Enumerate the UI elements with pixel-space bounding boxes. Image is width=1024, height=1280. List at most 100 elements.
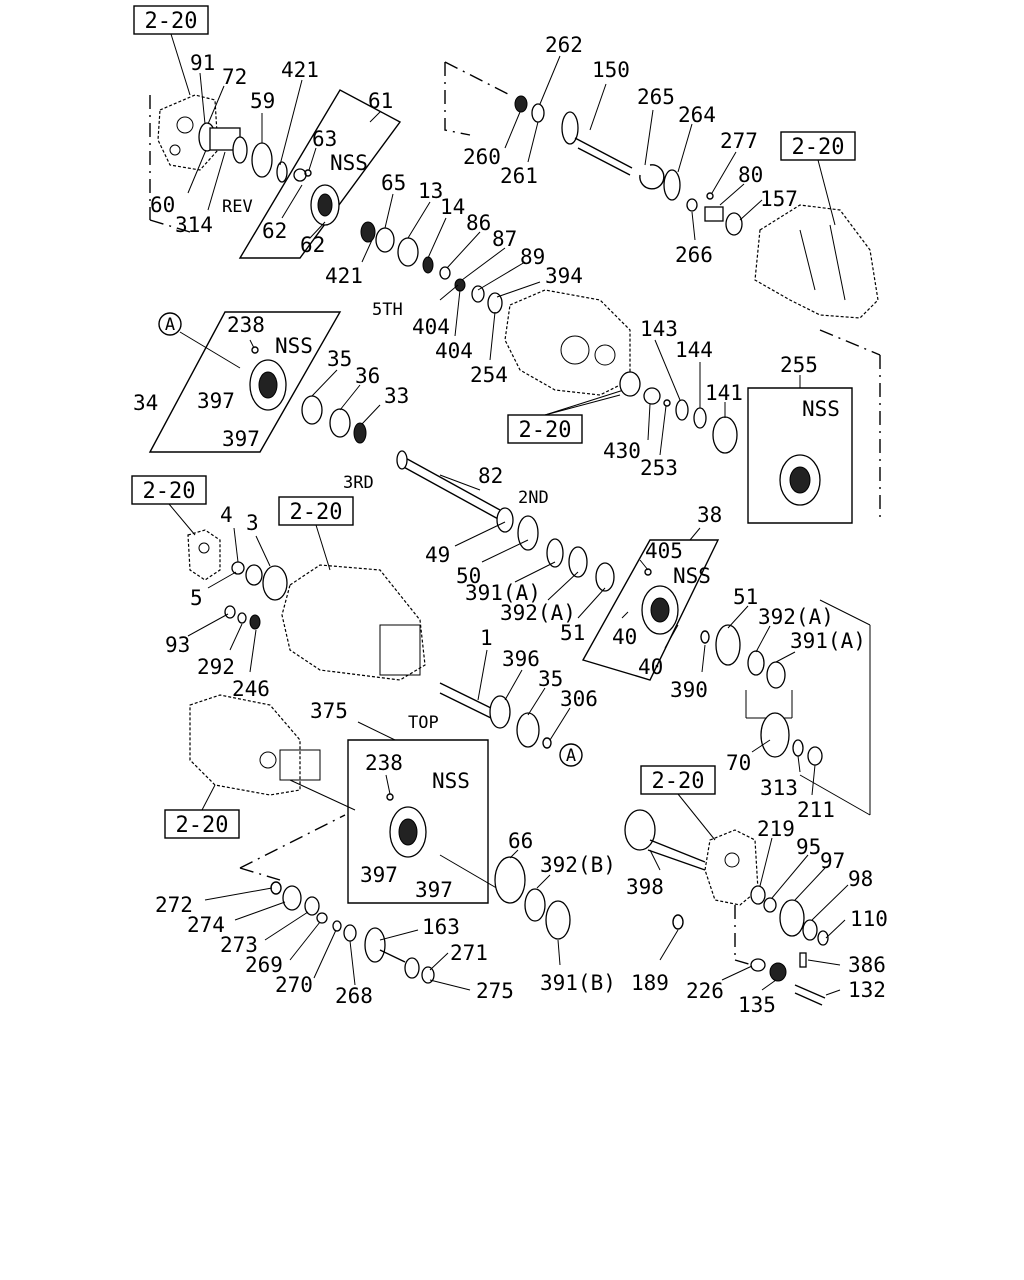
part-label: 62 xyxy=(300,233,325,257)
ref-box-top-left[interactable]: 2-20 xyxy=(133,5,209,35)
part-label: 391(A) xyxy=(465,581,541,605)
part-label: 405 xyxy=(645,539,683,563)
part-label: 272 xyxy=(155,893,193,917)
ref-box-bottom-right[interactable]: 2-20 xyxy=(640,765,716,795)
part-label: 95 xyxy=(796,835,821,859)
part-label: 157 xyxy=(760,187,798,211)
part-label: 260 xyxy=(463,145,501,169)
part-label: 255 xyxy=(780,353,818,377)
frame-61 xyxy=(238,89,402,259)
part-label: 404 xyxy=(435,339,473,363)
frame-375 xyxy=(347,739,489,904)
leader-lines xyxy=(149,61,881,966)
part-label: 397 xyxy=(197,389,235,413)
part-label: 404 xyxy=(412,315,450,339)
svg-text:A: A xyxy=(165,315,175,335)
part-label: 86 xyxy=(466,211,491,235)
part-label: 150 xyxy=(592,58,630,82)
svg-text:2-20: 2-20 xyxy=(143,479,196,504)
svg-text:2-20: 2-20 xyxy=(290,500,343,525)
part-label: 135 xyxy=(738,993,776,1017)
ref-box-left[interactable]: 2-20 xyxy=(131,475,207,505)
ref-box-center-left[interactable]: 2-20 xyxy=(278,496,354,526)
part-label: 35 xyxy=(327,347,352,371)
part-label: 4 xyxy=(220,503,233,527)
part-label: 397 xyxy=(360,863,398,887)
svg-text:2-20: 2-20 xyxy=(652,769,705,794)
part-label: 70 xyxy=(726,751,751,775)
part-label: 34 xyxy=(133,391,158,415)
part-label: 141 xyxy=(705,381,743,405)
part-label: 394 xyxy=(545,264,583,288)
part-label: 392(A) xyxy=(500,601,576,625)
label-top: TOP xyxy=(408,713,439,733)
part-label: 314 xyxy=(175,213,213,237)
part-label: 143 xyxy=(640,317,678,341)
part-label: 430 xyxy=(603,439,641,463)
part-label: 274 xyxy=(187,913,225,937)
part-label: 253 xyxy=(640,456,678,480)
part-label: 51 xyxy=(733,585,758,609)
part-label: 375 xyxy=(310,699,348,723)
ref-box-top-right[interactable]: 2-20 xyxy=(780,131,856,161)
part-label: 219 xyxy=(757,817,795,841)
part-label: 392(B) xyxy=(540,853,616,877)
part-label: 33 xyxy=(384,384,409,408)
part-label: 254 xyxy=(470,363,508,387)
part-label: 91 xyxy=(190,51,215,75)
part-label: 313 xyxy=(760,776,798,800)
part-label: 264 xyxy=(678,103,716,127)
part-label: 271 xyxy=(450,941,488,965)
part-label: 49 xyxy=(425,543,450,567)
svg-text:2-20: 2-20 xyxy=(519,418,572,443)
plate-bottom-right xyxy=(677,793,759,906)
part-label: 269 xyxy=(245,953,283,977)
nss-label-375: NSS xyxy=(432,769,470,793)
part-label: 1 xyxy=(480,626,493,650)
svg-text:2-20: 2-20 xyxy=(145,9,198,34)
part-label: 421 xyxy=(281,58,319,82)
part-label: 266 xyxy=(675,243,713,267)
part-label: 262 xyxy=(545,33,583,57)
parts-drawings: A A xyxy=(158,95,829,1006)
label-5th: 5TH xyxy=(372,300,403,320)
part-label: 51 xyxy=(560,621,585,645)
part-label: 13 xyxy=(418,179,443,203)
part-label: 392(A) xyxy=(758,605,834,629)
part-label: 189 xyxy=(631,971,669,995)
part-label: 397 xyxy=(222,427,260,451)
frame-255 xyxy=(747,387,853,524)
label-rev: REV xyxy=(222,197,253,217)
part-label: 226 xyxy=(686,979,724,1003)
part-label: 261 xyxy=(500,164,538,188)
label-3rd: 3RD xyxy=(343,473,374,493)
part-label: 89 xyxy=(520,245,545,269)
ref-box-mid[interactable]: 2-20 xyxy=(507,414,583,444)
part-label: 80 xyxy=(738,163,763,187)
part-label: 144 xyxy=(675,338,713,362)
part-label: 211 xyxy=(797,798,835,822)
part-label: 40 xyxy=(638,655,663,679)
callout-a-mid: A xyxy=(559,743,583,767)
part-label: 35 xyxy=(538,667,563,691)
part-label: 82 xyxy=(478,464,503,488)
part-label: 391(A) xyxy=(790,629,866,653)
part-label: 163 xyxy=(422,915,460,939)
part-label: 72 xyxy=(222,65,247,89)
part-label: 277 xyxy=(720,129,758,153)
part-label: 50 xyxy=(456,564,481,588)
housing-main xyxy=(281,524,426,681)
part-label: 97 xyxy=(820,849,845,873)
part-label: 5 xyxy=(190,586,203,610)
part-label: 66 xyxy=(508,829,533,853)
part-label: 110 xyxy=(850,907,888,931)
part-label: 386 xyxy=(848,953,886,977)
part-label: 390 xyxy=(670,678,708,702)
svg-text:A: A xyxy=(566,746,576,766)
part-label: 61 xyxy=(368,89,393,113)
part-label: 36 xyxy=(355,364,380,388)
svg-text:2-20: 2-20 xyxy=(792,135,845,160)
ref-box-bottom-left[interactable]: 2-20 xyxy=(164,809,240,839)
